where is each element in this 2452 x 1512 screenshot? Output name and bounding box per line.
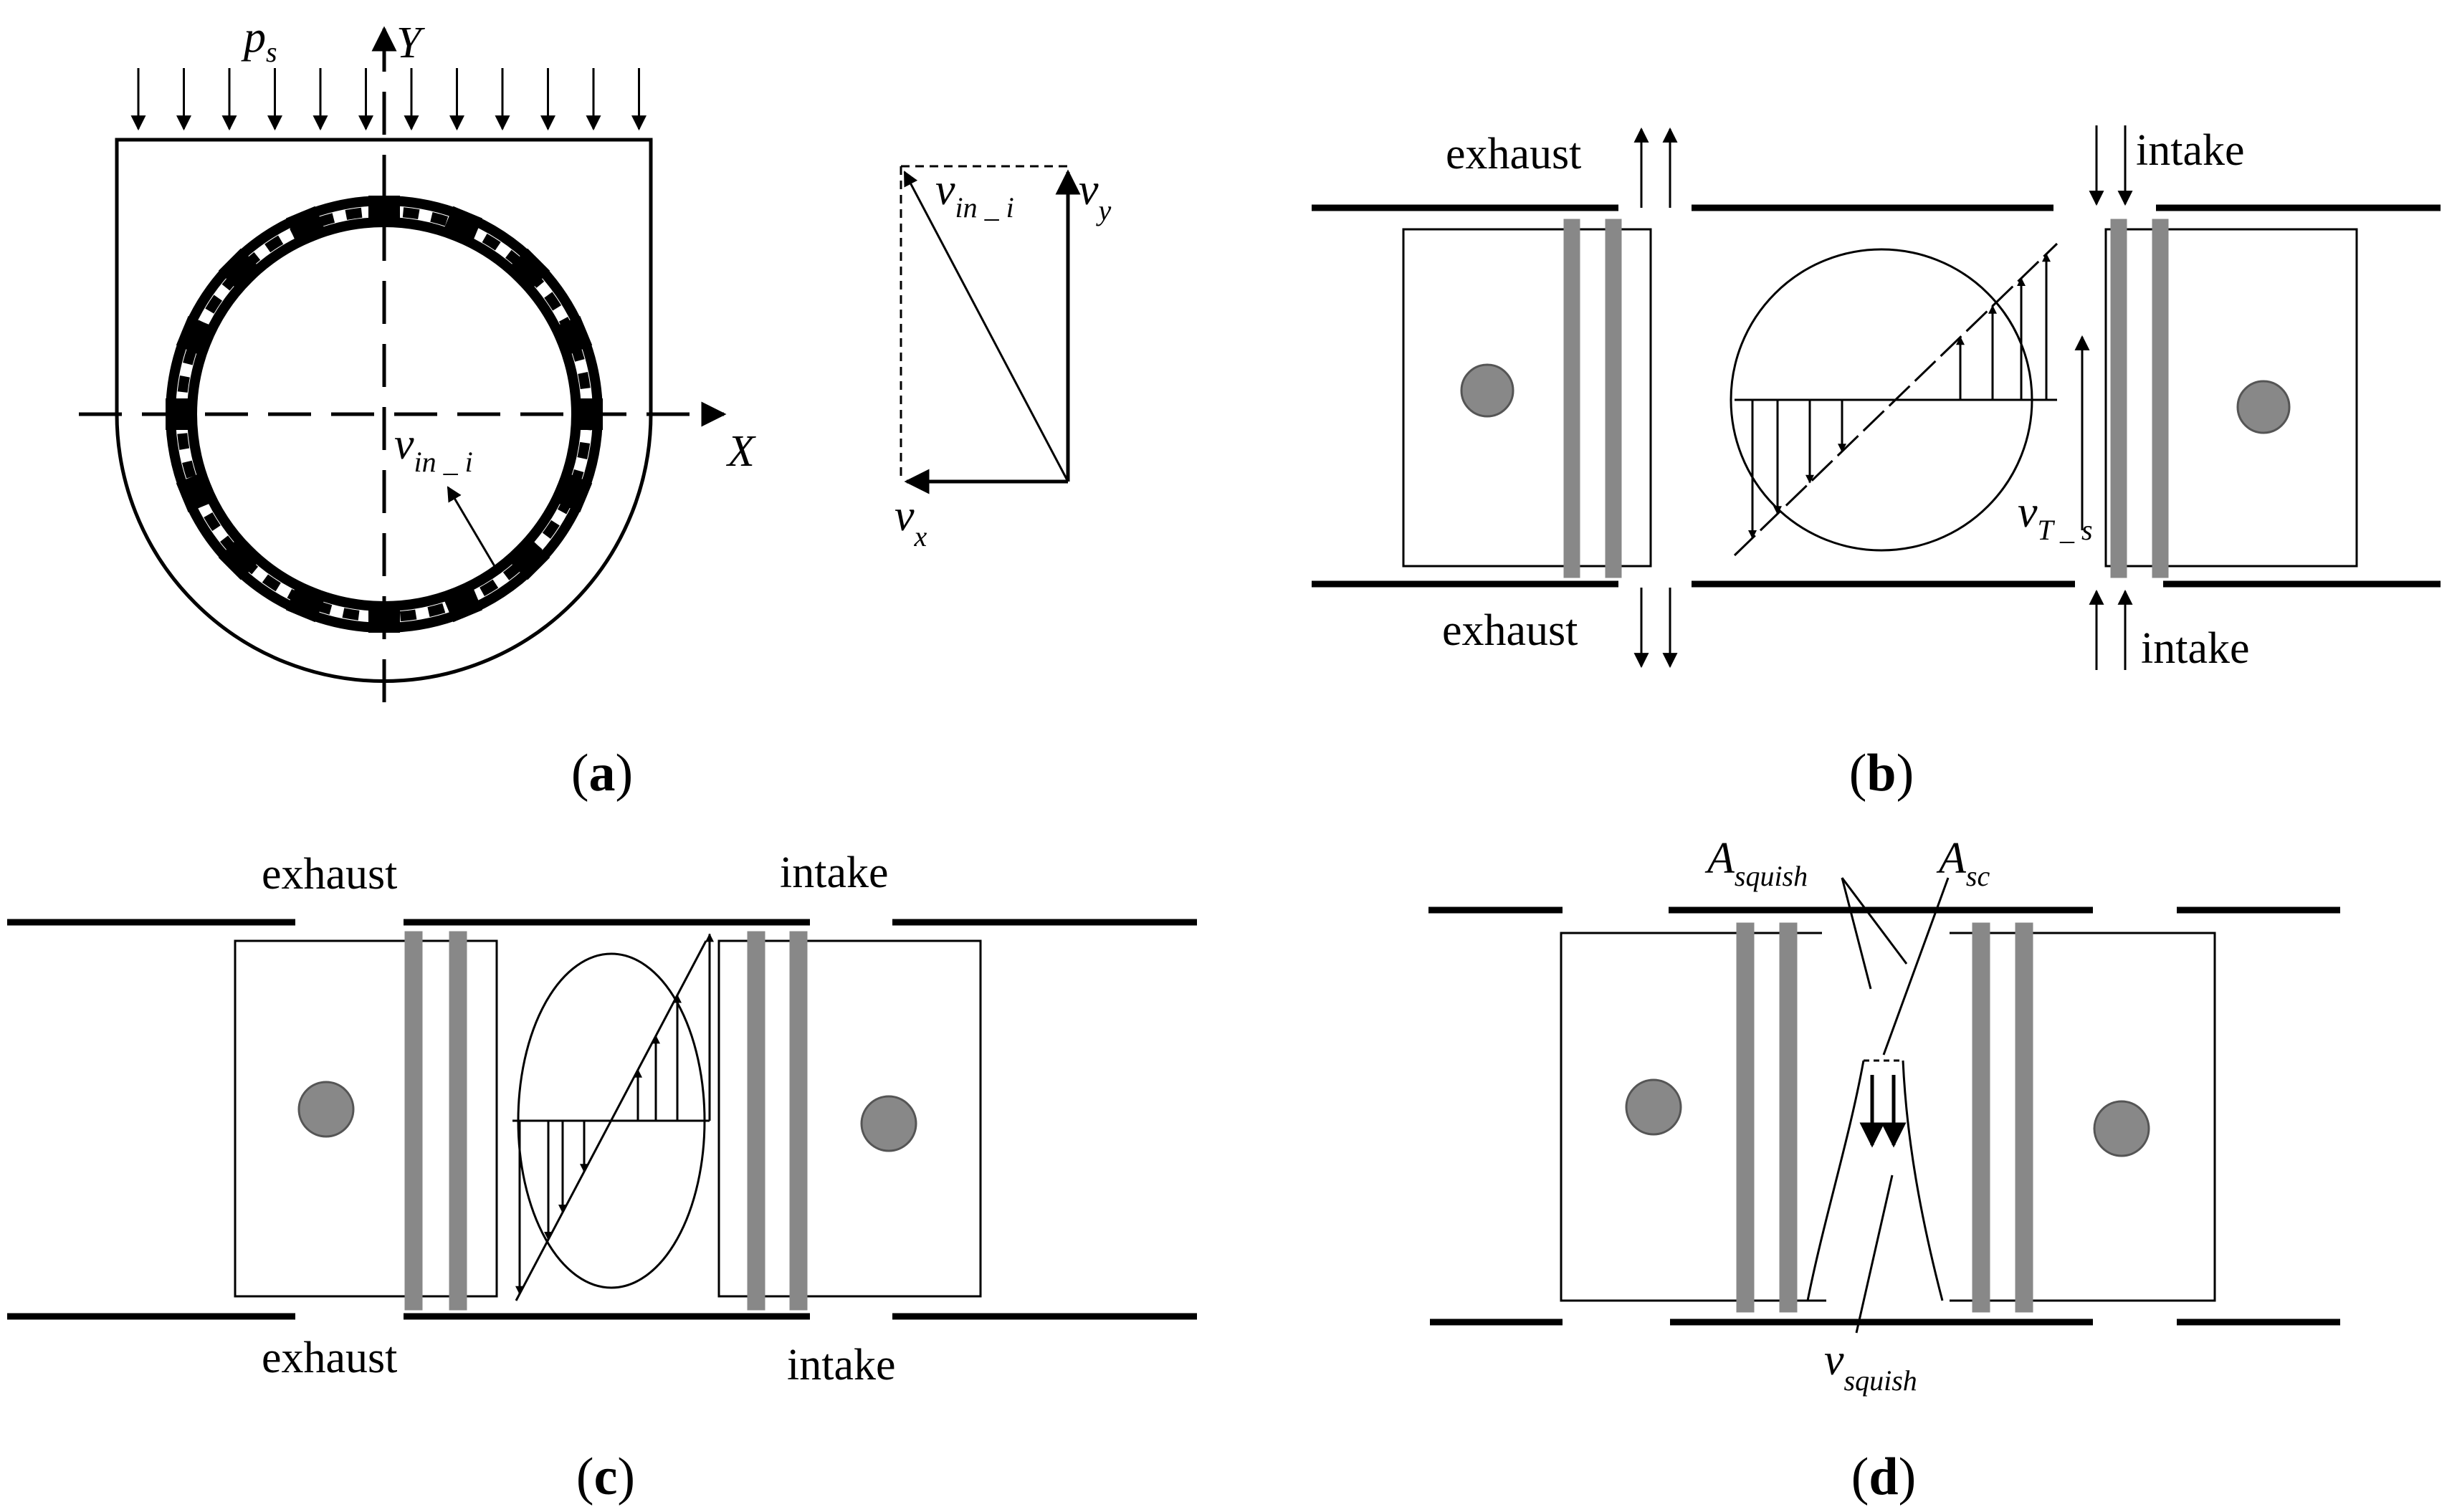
panel-d: Asquish Asc vsquish (d) bbox=[1428, 834, 2340, 1506]
left-piston-ring-1 bbox=[1563, 219, 1580, 578]
vy-label: vy bbox=[1079, 166, 1112, 226]
inlet-velocity-arrow bbox=[447, 486, 496, 567]
vin-resultant-arrow bbox=[903, 171, 1069, 482]
panel-a: ps Y X vin _ i vin _ i vy vx (a) bbox=[79, 13, 1112, 803]
right-piston-pin bbox=[2236, 380, 2291, 434]
v-squish-leader bbox=[1855, 1174, 1894, 1334]
port-block bbox=[550, 471, 593, 513]
flow-arrows-b bbox=[1633, 125, 2133, 670]
port-block bbox=[218, 535, 264, 580]
left-piston-ring-2 bbox=[1605, 219, 1622, 578]
right-piston bbox=[2104, 228, 2358, 568]
right-piston-c bbox=[717, 939, 982, 1298]
caption-a: (a) bbox=[571, 744, 633, 803]
intake-port-blocks bbox=[166, 196, 603, 633]
port-block bbox=[218, 248, 264, 294]
v-squish-label: vsquish bbox=[1824, 1336, 1917, 1397]
port-block bbox=[550, 315, 593, 358]
right-piston-d-ring-1 bbox=[1972, 922, 1990, 1313]
a-squish-leader-2 bbox=[1841, 877, 1908, 965]
right-piston-c-ring-1 bbox=[747, 931, 765, 1311]
a-squish-label: Asquish bbox=[1704, 834, 1808, 892]
tumble-velocity-arrows-c bbox=[515, 933, 714, 1295]
cylinder-housing bbox=[115, 138, 653, 683]
tumble-velocity-arrows bbox=[1748, 253, 2051, 540]
caption-d: (d) bbox=[1851, 1448, 1916, 1506]
left-piston bbox=[1402, 228, 1652, 568]
caption-b: (b) bbox=[1849, 744, 1914, 803]
pressure-label: ps bbox=[241, 13, 277, 68]
decomposition-dashed-box bbox=[900, 165, 1068, 482]
right-piston-d-pin bbox=[2093, 1100, 2150, 1157]
port-block bbox=[505, 535, 550, 580]
a-sc-label: Asc bbox=[1936, 834, 1990, 892]
exhaust-top-label-b: exhaust bbox=[1446, 130, 1581, 178]
port-block bbox=[368, 196, 400, 227]
port-block bbox=[285, 580, 328, 623]
vin-label: vin _ i bbox=[935, 166, 1014, 224]
port-block bbox=[441, 206, 483, 248]
left-piston-c-pin bbox=[297, 1081, 355, 1138]
right-piston-ring-1 bbox=[2110, 219, 2127, 578]
squish-bowl-right bbox=[1902, 1060, 1944, 1301]
left-piston-d-ring-2 bbox=[1779, 922, 1798, 1313]
pressure-arrows bbox=[130, 68, 647, 131]
a-sc-leader bbox=[1882, 877, 1950, 1056]
intake-top-label-c: intake bbox=[780, 848, 889, 897]
port-block bbox=[176, 471, 218, 513]
panel-b: exhaust intake exhaust intake vT _ s (b) bbox=[1312, 125, 2441, 803]
left-piston-c bbox=[234, 939, 498, 1298]
inlet-velocity-label: vin _ i bbox=[394, 420, 473, 478]
x-axis-label: X bbox=[725, 427, 756, 476]
left-piston-pin bbox=[1460, 363, 1514, 418]
a-squish-leader-1 bbox=[1841, 877, 1872, 990]
left-piston-c-ring-1 bbox=[404, 931, 423, 1311]
right-piston-d bbox=[1950, 932, 2216, 1302]
intake-bottom-label-c: intake bbox=[787, 1341, 896, 1389]
panel-c: exhaust intake exhaust intake (c) bbox=[7, 848, 1197, 1506]
y-axis-label: Y bbox=[396, 19, 425, 67]
left-piston-d-ring-1 bbox=[1736, 922, 1755, 1313]
right-piston-c-ring-2 bbox=[789, 931, 808, 1311]
port-block bbox=[176, 315, 218, 358]
port-block bbox=[441, 580, 483, 623]
intake-top-label-b: intake bbox=[2136, 126, 2245, 175]
right-piston-ring-2 bbox=[2152, 219, 2169, 578]
squish-bowl-left bbox=[1806, 1060, 1865, 1301]
exhaust-bottom-label-b: exhaust bbox=[1442, 606, 1578, 655]
exhaust-bottom-label-c: exhaust bbox=[262, 1334, 397, 1382]
velocity-decomposition: vin _ i vy vx bbox=[895, 165, 1112, 552]
vx-label: vx bbox=[895, 492, 927, 552]
left-piston-d-pin bbox=[1625, 1078, 1682, 1136]
exhaust-top-label-c: exhaust bbox=[262, 850, 397, 899]
caption-c: (c) bbox=[576, 1448, 635, 1506]
port-block bbox=[285, 206, 328, 248]
right-piston-c-pin bbox=[860, 1095, 917, 1152]
intake-bottom-label-b: intake bbox=[2141, 624, 2250, 673]
tumble-velocity-label: vT _ s bbox=[2018, 488, 2093, 546]
left-piston-d bbox=[1560, 932, 1826, 1302]
tumble-velocity-profile bbox=[1733, 242, 2059, 557]
right-piston-d-ring-2 bbox=[2015, 922, 2033, 1313]
port-block bbox=[505, 248, 550, 294]
left-piston-c-ring-2 bbox=[449, 931, 467, 1311]
